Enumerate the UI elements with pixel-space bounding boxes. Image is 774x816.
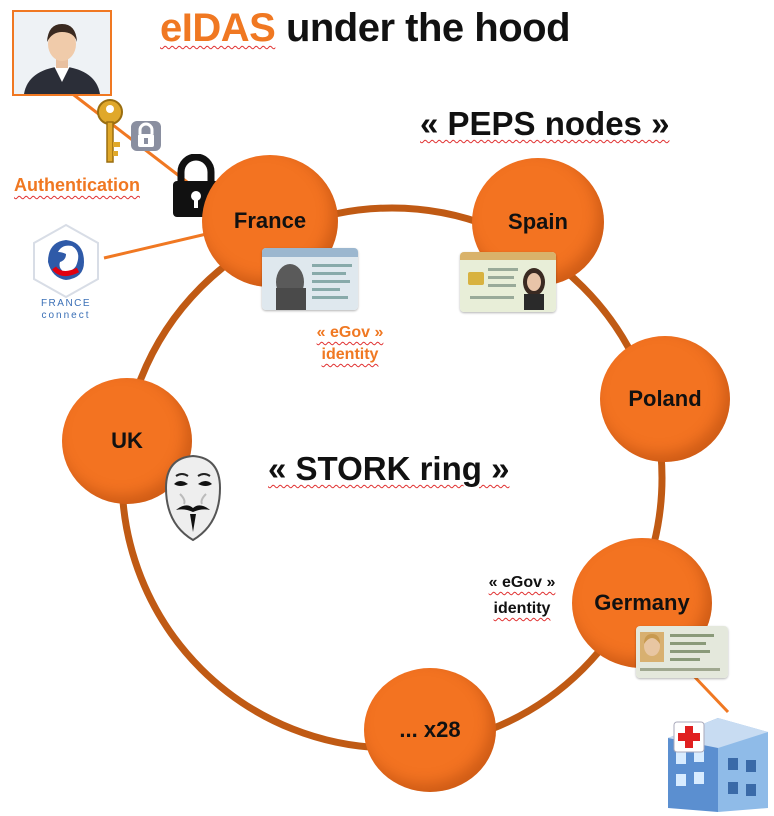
franceconnect-text-2: connect	[41, 310, 91, 321]
node-poland-label: Poland	[628, 386, 702, 411]
franceconnect-text-1: FRANCE	[40, 298, 92, 309]
title-rest: under the hood	[285, 6, 571, 50]
stork-ring-label: « STORK ring »	[268, 450, 510, 487]
egov-label-line2: identity	[321, 346, 379, 363]
badge-lock-icon	[131, 121, 161, 151]
title-highlight: eIDAS	[160, 6, 276, 50]
franceconnect-to-france-line	[103, 230, 216, 260]
node-spain-label: Spain	[508, 209, 568, 234]
egov-label-line2: identity	[493, 600, 551, 617]
egov-label-line1: « eGov »	[316, 324, 384, 341]
page-title: eIDAS under the hood	[160, 6, 571, 51]
egov-identity-label-france: « eGov » identity	[300, 322, 400, 366]
id-card-icon	[636, 626, 728, 678]
node-uk-label: UK	[111, 428, 143, 453]
id-card-icon	[460, 252, 556, 312]
user-avatar	[12, 10, 112, 96]
node-poland: Poland	[600, 336, 730, 462]
node-germany-label: Germany	[594, 590, 690, 615]
egov-label-line1: « eGov »	[488, 574, 556, 591]
germany-to-hospital-line	[688, 670, 730, 714]
key-icon	[97, 99, 123, 163]
node-more: ... x28	[364, 668, 496, 792]
franceconnect-logo: FRANCE connect	[28, 222, 104, 326]
hospital-icon	[668, 718, 768, 812]
authentication-label: Authentication	[14, 175, 140, 195]
anonymous-mask-icon	[164, 454, 222, 542]
node-more-label: ... x28	[399, 717, 461, 742]
peps-nodes-label: « PEPS nodes »	[420, 105, 670, 142]
node-france-label: France	[233, 208, 307, 233]
id-card-icon	[262, 248, 358, 310]
egov-identity-label-germany: « eGov » identity	[466, 570, 578, 622]
